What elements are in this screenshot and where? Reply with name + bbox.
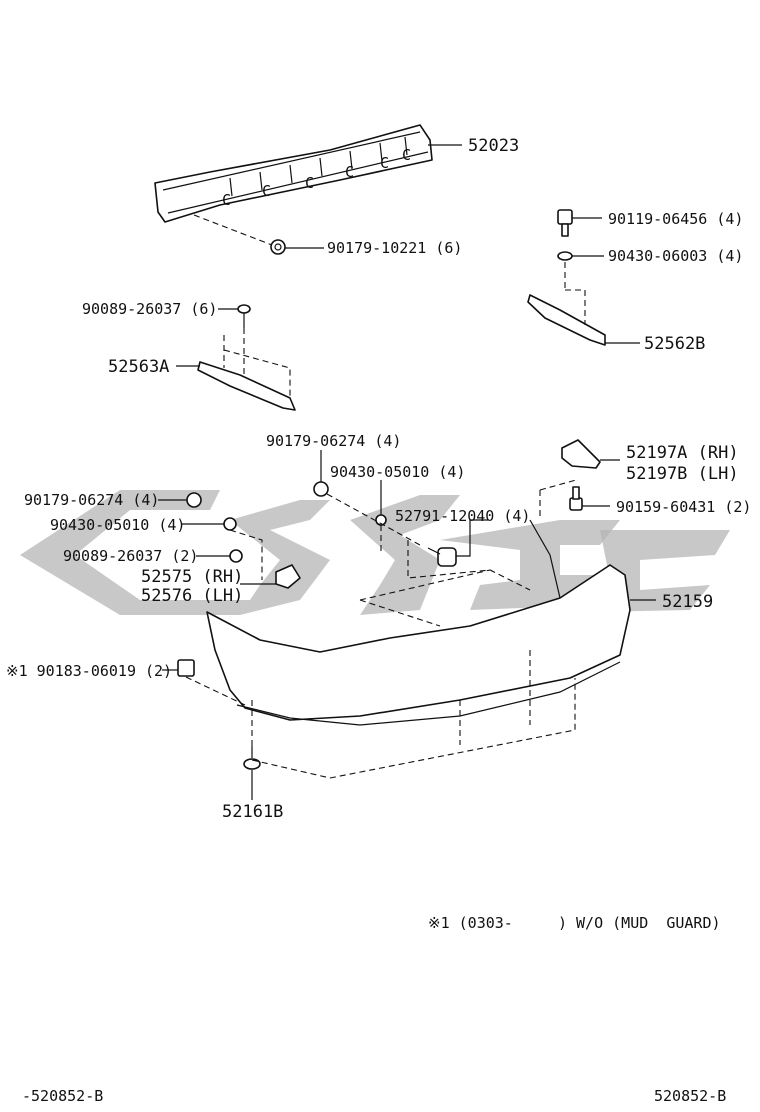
svg-text:C: C xyxy=(305,174,314,192)
label-52023: 52023 xyxy=(468,136,519,156)
footnote: ※1 (0303- ) W/O (MUD GUARD) xyxy=(428,914,721,932)
label-90179-06274-left: 90179-06274 (4) xyxy=(24,491,159,509)
footer-code-left: -520852-B xyxy=(22,1087,103,1105)
part-labels: 52023 90179-10221 (6) 90119-06456 (4) 90… xyxy=(6,136,751,822)
footer-code-right: 520852-B xyxy=(654,1087,726,1105)
retainer-52563A[interactable] xyxy=(197,361,296,411)
nut-90179-06274-top[interactable] xyxy=(313,481,329,497)
label-90089-26037-2: 90089-26037 (2) xyxy=(63,547,198,565)
label-90430-05010-left: 90430-05010 (4) xyxy=(50,516,185,534)
label-52197B: 52197B (LH) xyxy=(626,464,739,484)
washer-90430-06003[interactable] xyxy=(557,251,573,261)
label-52562B: 52562B xyxy=(644,334,705,354)
label-90119-06456: 90119-06456 (4) xyxy=(608,210,743,228)
assembly-lines xyxy=(185,214,586,779)
clip-90183-06019[interactable] xyxy=(177,659,195,677)
label-52575: 52575 (RH) xyxy=(141,567,243,587)
label-52159: 52159 xyxy=(662,592,713,612)
svg-text:C: C xyxy=(222,191,231,209)
label-52161B: 52161B xyxy=(222,802,283,822)
label-52563A: 52563A xyxy=(108,357,169,377)
bolt-90159-60431[interactable] xyxy=(569,486,583,511)
clip-90089-26037-6[interactable] xyxy=(237,304,251,328)
leader-lines xyxy=(158,144,656,800)
nut-90179-06274-left[interactable] xyxy=(186,492,202,508)
nut-90179-10221[interactable] xyxy=(270,239,286,255)
label-90430-05010-mid: 90430-05010 (4) xyxy=(330,463,465,481)
svg-text:C: C xyxy=(262,182,271,200)
watermark xyxy=(20,490,730,615)
bumper-cover-52159[interactable] xyxy=(206,519,631,726)
label-90089-26037-6: 90089-26037 (6) xyxy=(82,300,217,318)
pin-52791-12040[interactable] xyxy=(427,547,457,567)
retainer-52562B[interactable] xyxy=(527,294,606,346)
label-90430-06003: 90430-06003 (4) xyxy=(608,247,743,265)
label-90179-06274-top: 90179-06274 (4) xyxy=(266,432,401,450)
washer-90430-05010-left[interactable] xyxy=(223,517,237,531)
svg-text:C: C xyxy=(380,154,389,172)
svg-text:C: C xyxy=(402,146,411,164)
label-90179-10221: 90179-10221 (6) xyxy=(327,239,462,257)
bracket-52575[interactable] xyxy=(275,564,301,589)
bracket-52197[interactable] xyxy=(561,439,601,469)
label-90183-06019: ※1 90183-06019 (2) xyxy=(6,662,172,680)
label-52576: 52576 (LH) xyxy=(141,586,243,606)
label-52791-12040: 52791-12040 (4) xyxy=(395,507,530,525)
reinforcement-52023[interactable]: C C C C C C xyxy=(154,124,433,223)
clip-52161B[interactable] xyxy=(243,746,261,770)
label-90159-60431: 90159-60431 (2) xyxy=(616,498,751,516)
bolt-90119-06456[interactable] xyxy=(557,209,573,237)
label-52197A: 52197A (RH) xyxy=(626,443,739,463)
svg-text:C: C xyxy=(345,163,354,181)
clip-90089-26037-2[interactable] xyxy=(229,549,243,563)
